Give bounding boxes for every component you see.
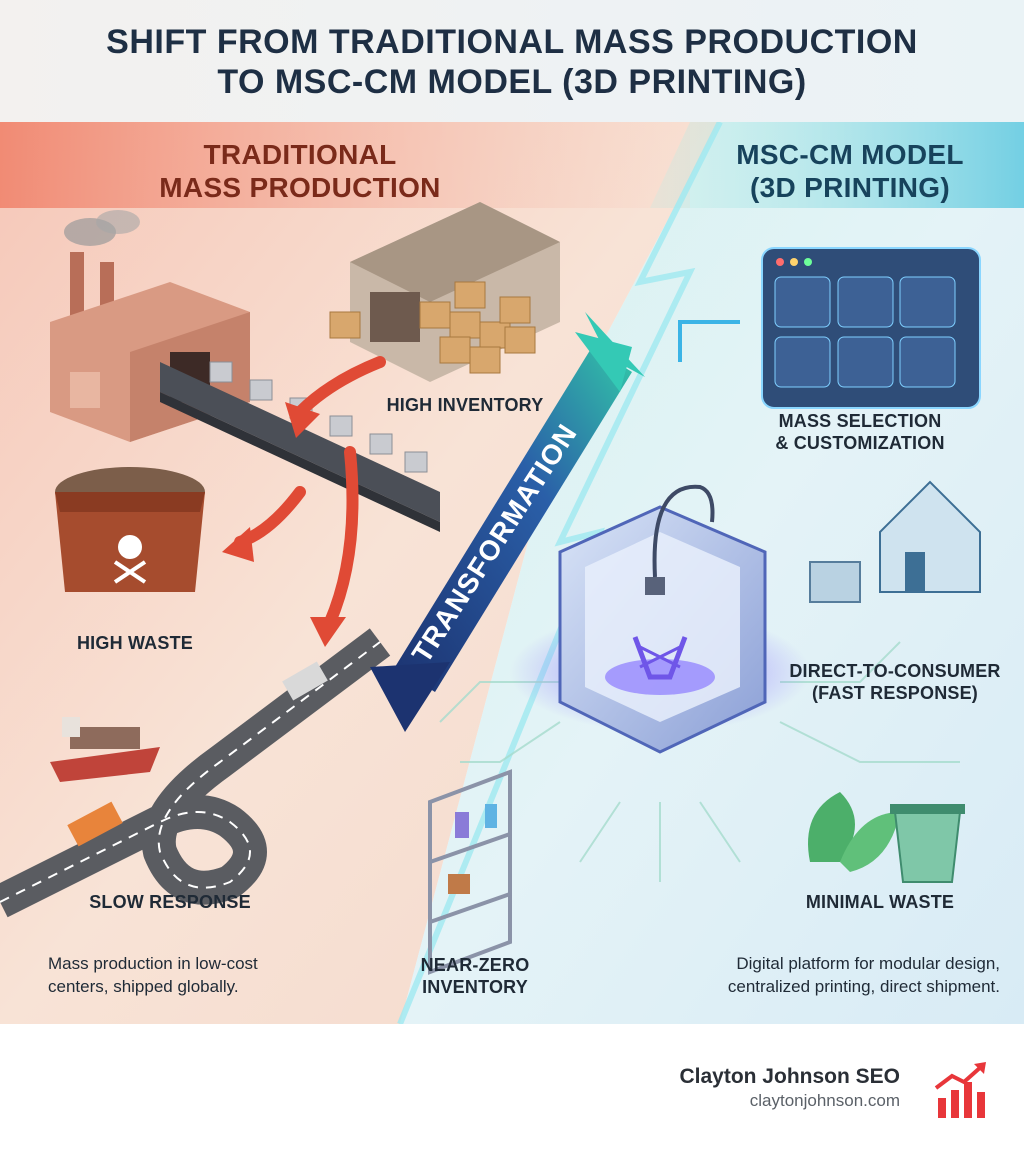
right-description: Digital platform for modular design, cen…	[630, 952, 1000, 998]
growth-chart-logo-icon	[934, 1062, 986, 1118]
label-mass-selection-line2: & CUSTOMIZATION	[775, 433, 945, 453]
main-title-line2: TO MSC-CM MODEL (3D PRINTING)	[217, 63, 807, 101]
right-description-line2: centralized printing, direct shipment.	[727, 977, 1000, 996]
label-high-inventory: HIGH INVENTORY	[386, 395, 544, 415]
label-dtc-line2: (FAST RESPONSE)	[811, 683, 979, 703]
house-delivery	[809, 480, 981, 603]
near-zero-shelf	[428, 769, 512, 975]
main-title: SHIFT FROM TRADITIONAL MASS PRODUCTION T…	[0, 22, 1024, 102]
left-description-line2: centers, shipped globally.	[48, 977, 239, 996]
label-high-waste: HIGH WASTE	[76, 633, 193, 653]
right-header-band	[650, 122, 1024, 208]
left-section-title: TRADITIONAL MASS PRODUCTION	[150, 138, 450, 204]
illustration-canvas	[0, 122, 1024, 1024]
red-arrow-heads	[222, 402, 346, 647]
footer: Clayton Johnson SEO claytonjohnson.com	[0, 1024, 1024, 1154]
label-near-zero-line1: NEAR-ZERO	[420, 955, 530, 975]
cargo-ship	[50, 717, 160, 782]
customization-browser	[678, 247, 981, 409]
illustration-svg	[0, 122, 1024, 1024]
3d-printer	[510, 484, 810, 754]
label-direct-to-consumer: DIRECT-TO-CONSUMER (FAST RESPONSE)	[780, 660, 1010, 704]
warehouse-illustration	[329, 202, 560, 382]
label-minimal-waste: MINIMAL WASTE	[805, 892, 955, 912]
header: SHIFT FROM TRADITIONAL MASS PRODUCTION T…	[0, 0, 1024, 122]
left-title-line1: TRADITIONAL	[203, 139, 397, 170]
left-title-line2: MASS PRODUCTION	[159, 172, 441, 203]
main-title-line1: SHIFT FROM TRADITIONAL MASS PRODUCTION	[106, 23, 918, 61]
left-description: Mass production in low-cost centers, shi…	[48, 952, 348, 998]
label-near-zero-inventory: NEAR-ZERO INVENTORY	[405, 954, 545, 998]
waste-dumpster	[55, 467, 205, 592]
label-mass-selection-line1: MASS SELECTION	[778, 411, 942, 431]
left-description-line1: Mass production in low-cost	[48, 954, 258, 973]
right-description-line1: Digital platform for modular design,	[736, 954, 1000, 973]
label-near-zero-line2: INVENTORY	[422, 977, 528, 997]
brand-name: Clayton Johnson SEO	[679, 1065, 900, 1088]
transformation-arrow	[370, 312, 645, 732]
label-mass-selection: MASS SELECTION & CUSTOMIZATION	[755, 410, 965, 454]
right-section-title: MSC-CM MODEL (3D PRINTING)	[700, 138, 1000, 204]
right-title-line2: (3D PRINTING)	[750, 172, 950, 203]
winding-road	[0, 628, 391, 918]
left-header-band	[0, 122, 690, 208]
label-dtc-line1: DIRECT-TO-CONSUMER	[789, 661, 1001, 681]
brand-url: claytonjohnson.com	[749, 1091, 900, 1110]
right-title-line1: MSC-CM MODEL	[736, 139, 964, 170]
label-slow-response: SLOW RESPONSE	[89, 892, 251, 912]
minimal-waste-icons	[808, 792, 965, 883]
